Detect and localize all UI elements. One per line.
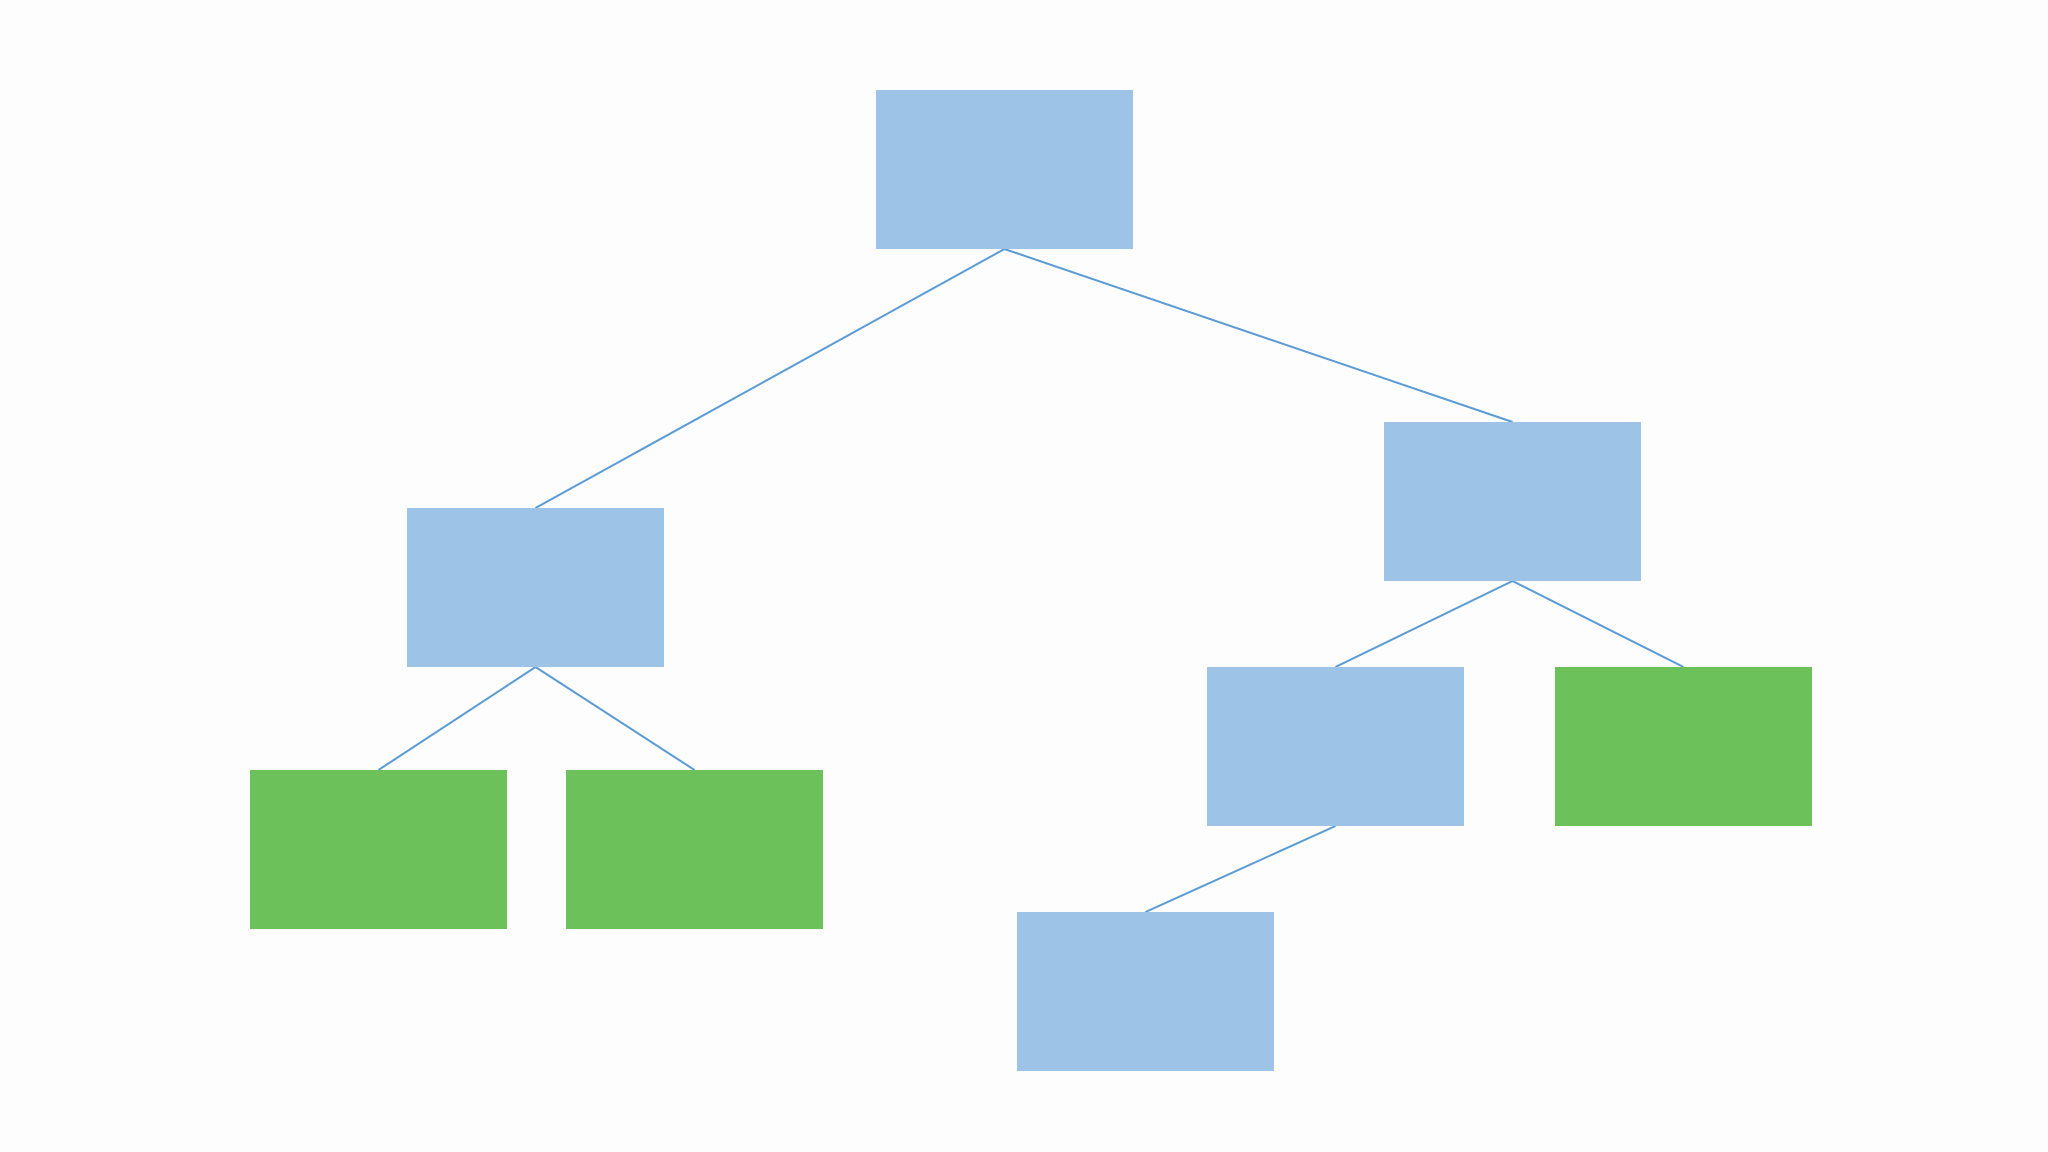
- edge-right-left-to-right-left-left: [1145, 825, 1336, 913]
- edge-right-to-right-right: [1512, 580, 1684, 668]
- tree-nodes: [250, 90, 1812, 1071]
- node-left: [407, 508, 664, 667]
- node-right-left: [1207, 667, 1464, 826]
- edge-right-to-right-left: [1335, 580, 1513, 668]
- node-right-right: [1555, 667, 1812, 826]
- tree-edges: [377, 248, 1684, 913]
- node-root: [876, 90, 1133, 249]
- node-left-right: [566, 770, 823, 929]
- node-right: [1384, 422, 1641, 581]
- edge-left-to-left-right: [534, 666, 696, 771]
- edge-root-to-left: [535, 248, 1005, 509]
- node-left-left: [250, 770, 507, 929]
- node-right-left-left: [1017, 912, 1274, 1071]
- edge-root-to-right: [1004, 248, 1513, 423]
- edge-left-to-left-left: [377, 666, 537, 771]
